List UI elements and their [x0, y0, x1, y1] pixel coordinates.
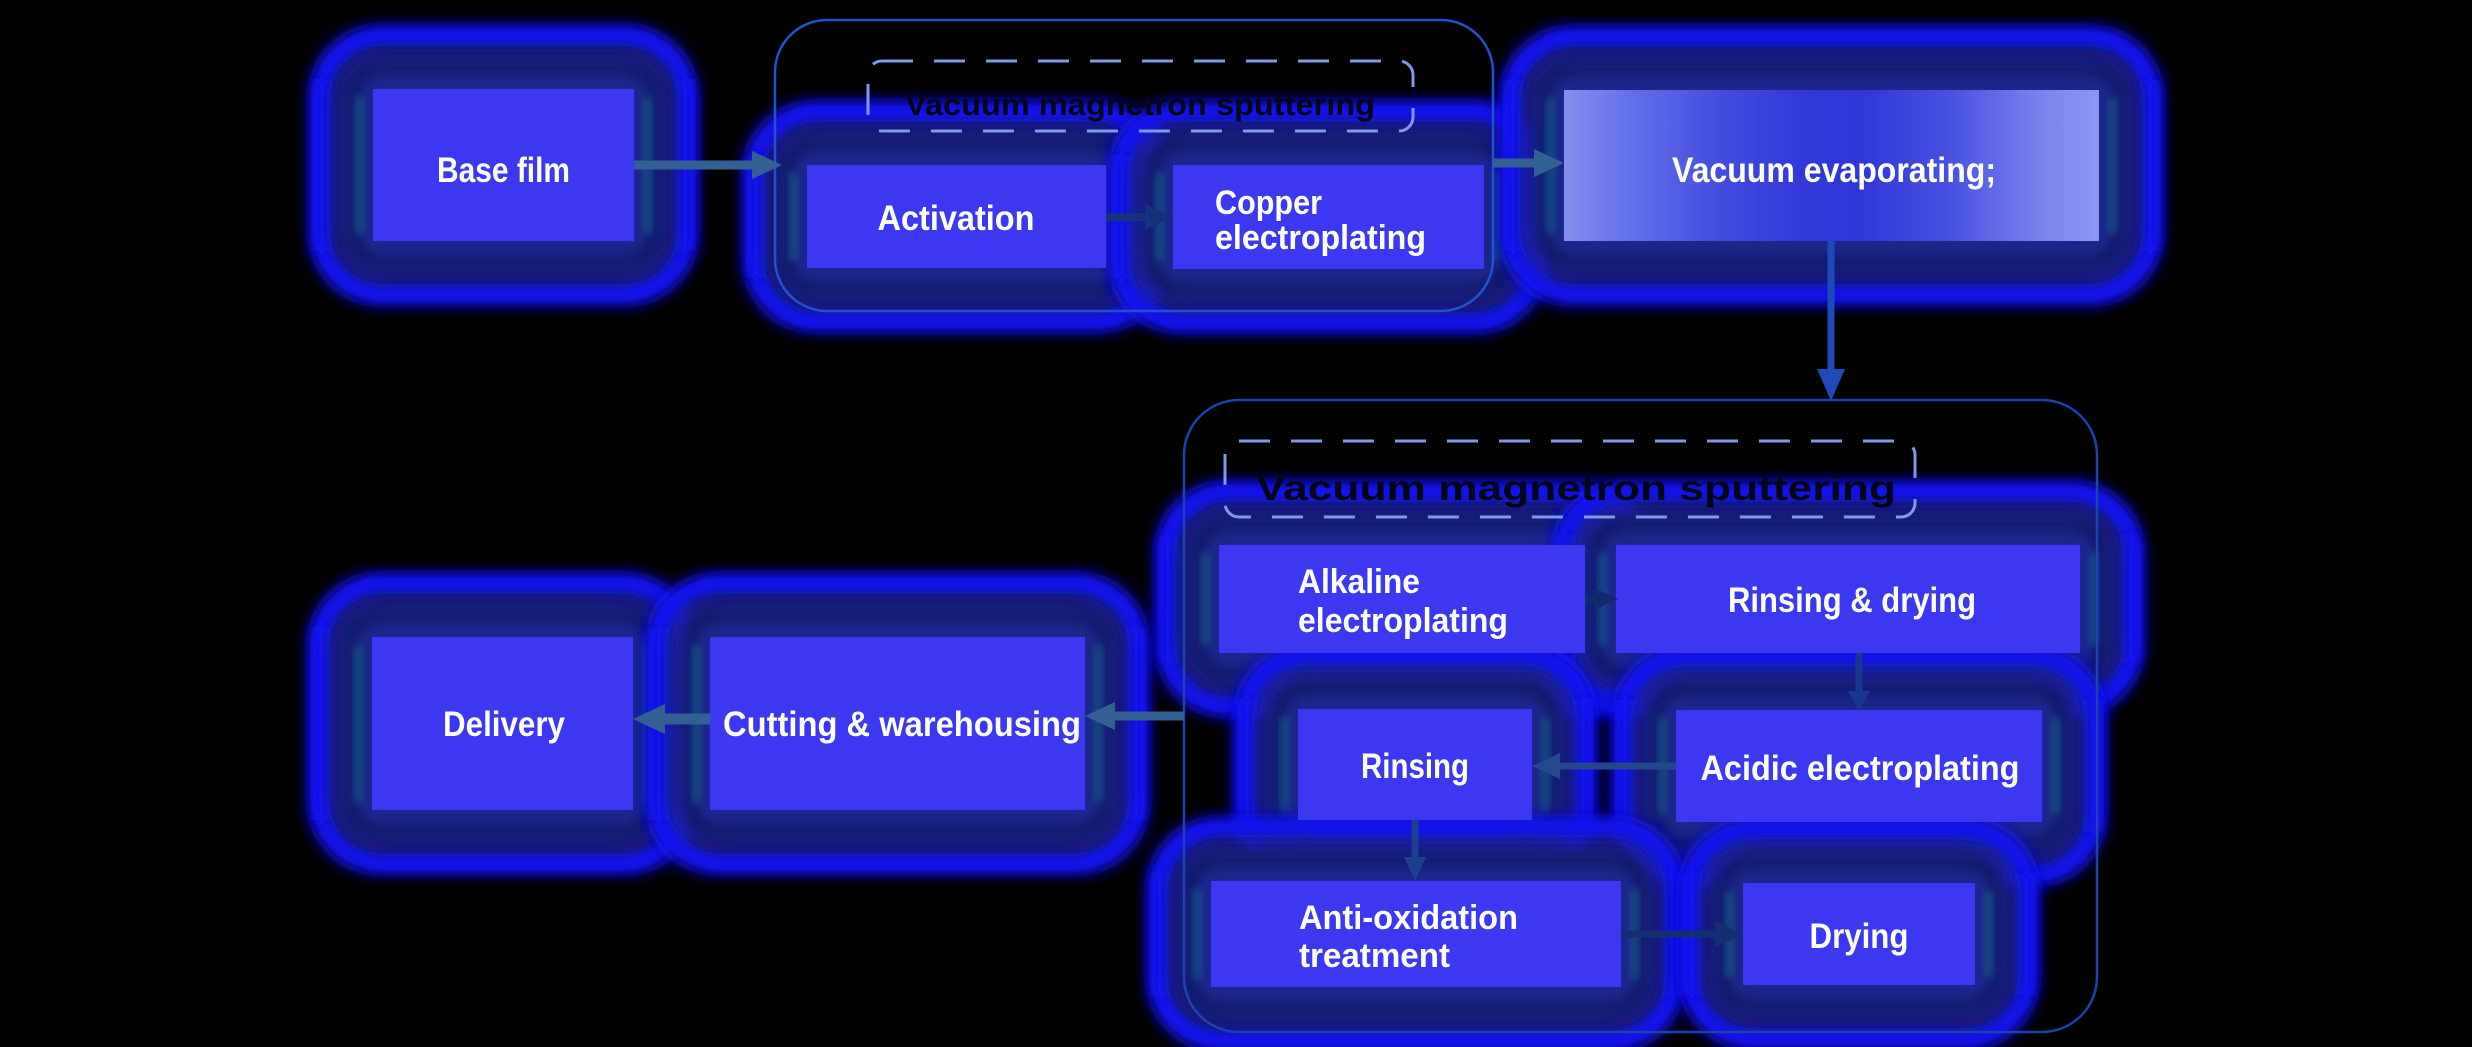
svg-text:Vacuum magnetron sputtering: Vacuum magnetron sputtering: [905, 87, 1375, 122]
svg-text:treatment: treatment: [1299, 937, 1450, 975]
svg-text:Cutting & warehousing: Cutting & warehousing: [723, 705, 1081, 744]
svg-text:electroplating: electroplating: [1298, 602, 1508, 640]
svg-text:Activation: Activation: [878, 199, 1035, 238]
svg-text:Anti-oxidation: Anti-oxidation: [1299, 899, 1518, 937]
svg-text:electroplating: electroplating: [1215, 219, 1426, 257]
svg-text:Base film: Base film: [437, 151, 570, 190]
svg-text:Rinsing & drying: Rinsing & drying: [1728, 581, 1976, 620]
svg-text:Vacuum magnetron sputtering: Vacuum magnetron sputtering: [1256, 469, 1896, 508]
svg-text:Copper: Copper: [1215, 184, 1322, 222]
svg-text:Vacuum evaporating;: Vacuum evaporating;: [1672, 151, 1996, 190]
svg-text:Drying: Drying: [1810, 917, 1909, 956]
svg-text:Rinsing: Rinsing: [1361, 747, 1469, 786]
svg-text:Alkaline: Alkaline: [1298, 563, 1420, 601]
svg-text:Acidic electroplating: Acidic electroplating: [1701, 749, 2020, 788]
svg-text:Delivery: Delivery: [443, 705, 565, 744]
